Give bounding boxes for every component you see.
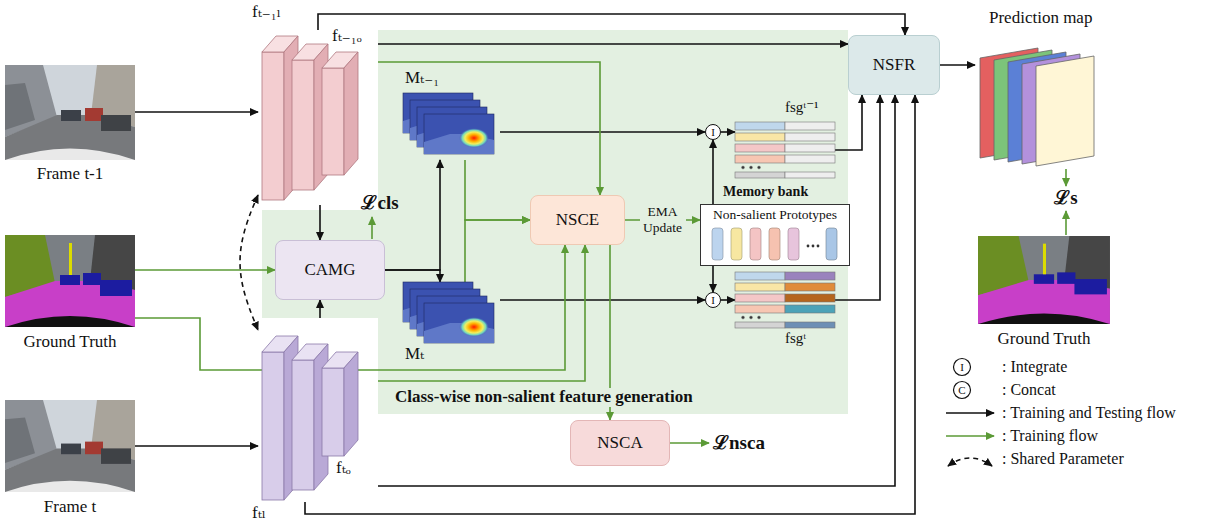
input-frame: Frame t bbox=[5, 400, 135, 492]
ground-truth-image: Ground Truth bbox=[978, 236, 1110, 324]
flow-arrow bbox=[940, 64, 975, 66]
encoder-layers bbox=[262, 36, 358, 200]
memory-bank: Memory bankNon-salient Prototypes bbox=[700, 204, 850, 266]
loss-label: ℒnsca bbox=[713, 433, 765, 454]
legend-text: : Training flow bbox=[1002, 427, 1098, 445]
activation-maps: Mₜ₋₁ bbox=[403, 93, 500, 160]
edge-label: EMA Update bbox=[640, 204, 686, 235]
activation-maps: Mₜ bbox=[403, 282, 500, 344]
flow-arrow bbox=[135, 111, 258, 113]
node-label: fsgᵗ⁻¹ bbox=[785, 99, 819, 116]
prototype-bars bbox=[700, 204, 850, 266]
flow-arrow bbox=[319, 300, 321, 318]
feature-stack: fsgᵗ bbox=[735, 272, 835, 328]
legend-text: : Shared Parameter bbox=[1002, 450, 1124, 468]
legend-samples bbox=[946, 359, 994, 467]
shared-parameter-link bbox=[240, 195, 258, 330]
legend-text: : Integrate bbox=[1002, 358, 1067, 376]
node-label: Ground Truth bbox=[997, 330, 1090, 349]
node-label: Frame t-1 bbox=[37, 165, 104, 184]
node-label: fₜ₋₁ₗ bbox=[252, 3, 281, 22]
flow-arrow bbox=[721, 131, 735, 133]
node-label: fₜₗ bbox=[252, 504, 266, 523]
input-frame-picture bbox=[5, 65, 135, 492]
encoder: fₜₗfₜₒ bbox=[258, 318, 378, 502]
node-label: Mₜ bbox=[405, 345, 424, 364]
module-box: NSCA bbox=[570, 420, 670, 466]
node-label: NSCA bbox=[597, 434, 642, 453]
node-label: Ground Truth bbox=[23, 333, 116, 352]
integrate-op: I bbox=[705, 124, 721, 140]
module-box: NSFR bbox=[848, 35, 940, 95]
legend-text: : Training and Testing flow bbox=[1002, 404, 1176, 422]
feature-stack: fsgᵗ⁻¹ bbox=[735, 122, 835, 178]
flow-arrow bbox=[721, 299, 735, 301]
input-frame: Frame t-1 bbox=[5, 65, 135, 160]
node-label: Mₜ₋₁ bbox=[405, 69, 439, 88]
node-label: Prediction map bbox=[989, 9, 1092, 28]
node-label: Class-wise non-salient feature generatio… bbox=[392, 388, 696, 407]
node-label: fₜ₋₁ₒ bbox=[332, 27, 362, 46]
flow-arrow bbox=[378, 43, 848, 45]
flow-arrow bbox=[712, 266, 714, 292]
node-label: NSCE bbox=[556, 211, 599, 230]
flow-arrow bbox=[135, 269, 275, 271]
module-box: NSCE bbox=[530, 195, 625, 245]
module-box: CAMG bbox=[275, 240, 385, 300]
prediction-layers bbox=[980, 48, 1094, 166]
node-label: CAMG bbox=[304, 261, 355, 280]
node-label: NSFR bbox=[873, 56, 916, 75]
node-label: fsgᵗ bbox=[785, 330, 806, 347]
flow-arrow bbox=[712, 140, 714, 204]
node-label: Frame t bbox=[44, 498, 96, 517]
legend-text: : Concat bbox=[1002, 381, 1056, 399]
symbol-letter: C bbox=[958, 384, 965, 396]
node-label: fₜₒ bbox=[336, 459, 351, 478]
encoder: fₜ₋₁ₗfₜ₋₁ₒ bbox=[258, 30, 378, 205]
loss-label: ℒcls bbox=[361, 193, 398, 214]
flow-arrow bbox=[319, 205, 321, 240]
integrate-op: I bbox=[705, 292, 721, 308]
node-label: I bbox=[711, 126, 715, 138]
flow-arrow bbox=[500, 131, 705, 133]
symbol-letter: I bbox=[960, 361, 964, 373]
prediction-map: Prediction map bbox=[975, 45, 1110, 168]
node-label: Non-salient Prototypes bbox=[713, 208, 837, 223]
encoder-layers bbox=[262, 336, 358, 500]
region-shape bbox=[262, 30, 848, 414]
node-label: Memory bank bbox=[723, 184, 808, 199]
flow-arrow bbox=[500, 299, 705, 301]
node-label: I bbox=[711, 294, 715, 306]
flow-arrow bbox=[135, 445, 258, 447]
ground-truth-image: Ground Truth bbox=[5, 235, 135, 327]
loss-label: ℒs bbox=[1054, 188, 1077, 209]
